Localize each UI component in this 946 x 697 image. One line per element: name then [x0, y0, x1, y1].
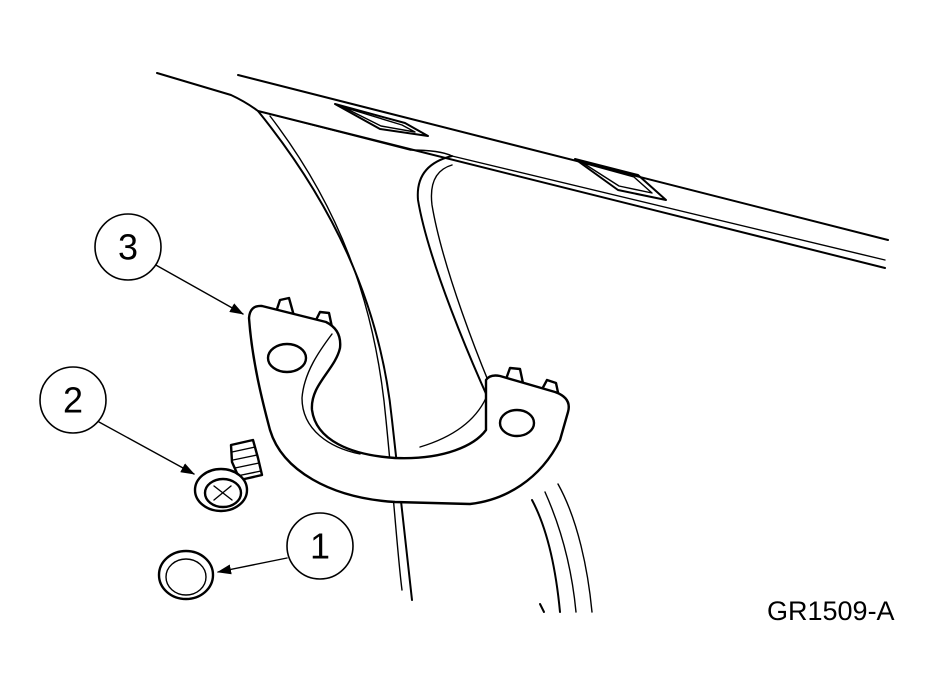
callout-3-circle: [94, 213, 162, 281]
callout-2: 2: [39, 366, 195, 475]
rail-vent-left: [334, 103, 429, 137]
roof-rail: [156, 72, 889, 269]
callout-1-label: 1: [310, 526, 330, 567]
rail-vent-right: [574, 158, 667, 201]
screw: [193, 438, 264, 513]
callout-1: 1: [217, 512, 354, 580]
callout-2-label: 2: [63, 380, 83, 421]
pillar-trim: [257, 110, 593, 613]
cover-cap: [157, 549, 215, 601]
assist-handle: [247, 296, 570, 506]
callout-2-circle: [39, 366, 107, 434]
callout-1-circle: [286, 512, 354, 580]
callout-3: 3: [94, 213, 244, 315]
figure-id: GR1509-A: [767, 596, 895, 626]
callout-3-label: 3: [118, 227, 138, 268]
